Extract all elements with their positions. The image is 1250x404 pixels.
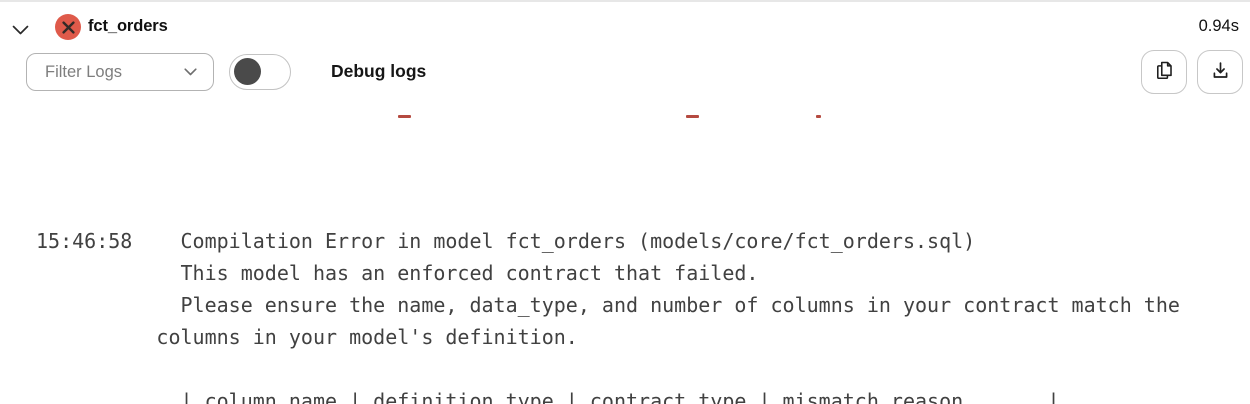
model-name-title: fct_orders — [88, 17, 168, 35]
run-duration: 0.94s — [1198, 17, 1239, 35]
debug-logs-label: Debug logs — [331, 61, 427, 81]
error-status-icon — [55, 14, 81, 40]
clipped-red-text-mark — [816, 115, 821, 118]
clipped-red-text-mark — [686, 115, 699, 118]
clipped-red-text-mark — [398, 115, 411, 118]
toggle-knob — [233, 58, 261, 86]
chevron-down-icon — [184, 63, 197, 81]
debug-logs-toggle[interactable] — [229, 54, 291, 90]
filter-logs-dropdown[interactable]: Filter Logs — [26, 53, 214, 91]
filter-logs-label: Filter Logs — [45, 62, 123, 81]
copy-logs-button[interactable] — [1141, 50, 1187, 94]
copy-icon — [1154, 60, 1175, 84]
download-logs-button[interactable] — [1197, 50, 1243, 94]
log-area: 15:46:58 Compilation Error in model fct_… — [0, 96, 1250, 404]
log-text: 15:46:58 Compilation Error in model fct_… — [36, 229, 1180, 404]
collapse-chevron-icon[interactable] — [12, 22, 29, 40]
download-icon — [1210, 60, 1231, 84]
panel-top-border — [0, 0, 1250, 2]
